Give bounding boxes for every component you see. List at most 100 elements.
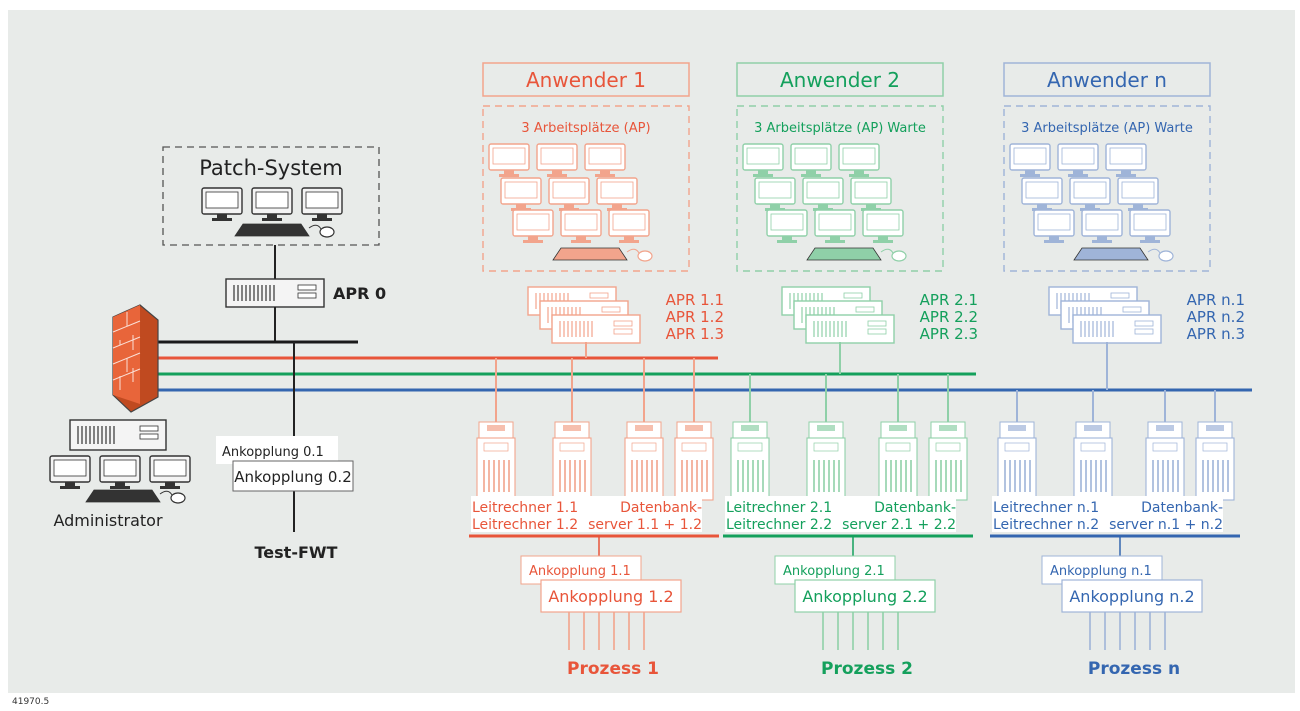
server-tower-icon — [928, 421, 968, 501]
server-towers — [476, 358, 714, 501]
test-ank-2-box — [232, 460, 354, 492]
server-tower-icon — [1145, 421, 1185, 501]
monitor-icon — [742, 143, 784, 177]
monitor-icon — [838, 143, 880, 177]
patch-workstation — [201, 187, 343, 238]
monitor-icon — [1057, 143, 1099, 177]
ankopplung-1-label: Ankopplung n.1 — [1050, 564, 1152, 579]
network-buses — [153, 340, 1252, 392]
monitor-icon — [1021, 177, 1063, 211]
user-group-1: Anwender 1 3 Arbeitsplätze (AP) APR 1.1APR… — [469, 62, 724, 679]
test-ank-2: Ankopplung 0.2 — [234, 468, 351, 486]
ankopplung-1-label: Ankopplung 2.1 — [783, 564, 885, 579]
ankopplung-1-box — [1041, 555, 1163, 585]
workstation-monitors — [1009, 143, 1174, 262]
server-tower-icon — [730, 421, 770, 501]
workstation-monitors — [742, 143, 907, 262]
workstation-label: 3 Arbeitsplätze (AP) — [521, 121, 650, 136]
keyboard-mouse-icon — [85, 489, 186, 504]
process-label: Prozess n — [1088, 659, 1180, 679]
workstation-frame — [482, 105, 690, 272]
monitor-icon — [766, 209, 808, 243]
apr-server-icon — [551, 314, 641, 344]
datenbank-label: server n.1 + n.2 — [1109, 517, 1223, 533]
workstation-label: 3 Arbeitsplätze (AP) Warte — [1021, 121, 1193, 136]
patch-system-frame — [162, 146, 380, 246]
test-fwt-label: Test-FWT — [255, 543, 338, 562]
monitor-icon — [862, 209, 904, 243]
apr-servers — [781, 286, 895, 344]
datenbank-label: server 2.1 + 2.2 — [842, 517, 956, 533]
leitrechner-label: Leitrechner 1.1 — [472, 500, 578, 516]
keyboard-mouse-icon — [552, 247, 653, 262]
monitor-icon — [251, 187, 293, 221]
monitor-icon — [1033, 209, 1075, 243]
process-label: Prozess 2 — [821, 659, 913, 679]
figure-id: 41970.5 — [12, 697, 50, 707]
monitor-icon — [1129, 209, 1171, 243]
user-title: Anwender 2 — [780, 68, 900, 92]
user-title-box — [1003, 62, 1211, 97]
test-ank-1: Ankopplung 0.1 — [222, 445, 324, 460]
monitor-icon — [548, 177, 590, 211]
datenbank-label: server 1.1 + 1.2 — [588, 517, 702, 533]
apr0-label: APR 0 — [333, 284, 386, 303]
ankopplung-2-label: Ankopplung 2.2 — [802, 587, 927, 606]
ankopplung-2-box — [540, 579, 682, 613]
ankopplung-2-box — [794, 579, 936, 613]
user-group-2: Anwender 23 Arbeitsplätze (AP) WarteAPR … — [723, 62, 978, 679]
monitor-icon — [790, 143, 832, 177]
monitor-icon — [850, 177, 892, 211]
monitor-icon — [201, 187, 243, 221]
monitor-icon — [814, 209, 856, 243]
monitor-icon — [584, 143, 626, 177]
apr-servers — [1048, 286, 1162, 344]
monitor-icon — [560, 209, 602, 243]
monitor-icon — [608, 209, 650, 243]
server-tower-icon — [1073, 421, 1113, 501]
user-title: Anwender 1 — [526, 68, 646, 92]
server-tower-icon — [997, 421, 1037, 501]
apr-server-icon — [805, 314, 895, 344]
leitrechner-label: Leitrechner 2.2 — [726, 517, 832, 533]
apr-label: APR n.1 — [1187, 291, 1245, 309]
leitrechner-label: Leitrechner n.1 — [993, 500, 1099, 516]
test-ank-1-box — [216, 436, 338, 464]
user-title-box — [736, 62, 944, 97]
apr-label: APR n.3 — [1187, 325, 1245, 343]
patch-system: Patch-System — [162, 146, 380, 246]
monitor-icon — [1069, 177, 1111, 211]
ankopplung-1-label: Ankopplung 1.1 — [529, 564, 631, 579]
workstation-monitors — [488, 143, 653, 262]
server-tower-icon — [476, 421, 516, 501]
server-tower-icon — [878, 421, 918, 501]
leitrechner-label: Leitrechner 1.2 — [472, 517, 578, 533]
apr-label: APR 1.2 — [666, 308, 724, 326]
leitrechner-label: Leitrechner 2.1 — [726, 500, 832, 516]
server-towers — [997, 390, 1235, 501]
monitor-icon — [1117, 177, 1159, 211]
ankopplung-2-label: Ankopplung 1.2 — [548, 587, 673, 606]
monitor-icon — [802, 177, 844, 211]
ankopplung-2-label: Ankopplung n.2 — [1069, 587, 1194, 606]
monitor-icon — [149, 455, 191, 489]
apr-servers — [527, 286, 641, 344]
apr-label: APR n.2 — [1187, 308, 1245, 326]
workstation-frame — [1003, 105, 1211, 272]
keyboard-mouse-icon — [806, 247, 907, 262]
apr-label: APR 1.1 — [666, 291, 724, 309]
monitor-icon — [301, 187, 343, 221]
server-label-bg — [725, 496, 956, 532]
server-tower-icon — [1195, 421, 1235, 501]
monitor-icon — [1009, 143, 1051, 177]
server-tower-icon — [624, 421, 664, 501]
monitor-icon — [1105, 143, 1147, 177]
monitor-icon — [1081, 209, 1123, 243]
apr0-server: APR 0 — [225, 245, 386, 342]
server-label-bg — [992, 496, 1223, 532]
ankopplung-1-box — [774, 555, 896, 585]
admin-label: Administrator — [53, 511, 162, 530]
monitor-icon — [49, 455, 91, 489]
